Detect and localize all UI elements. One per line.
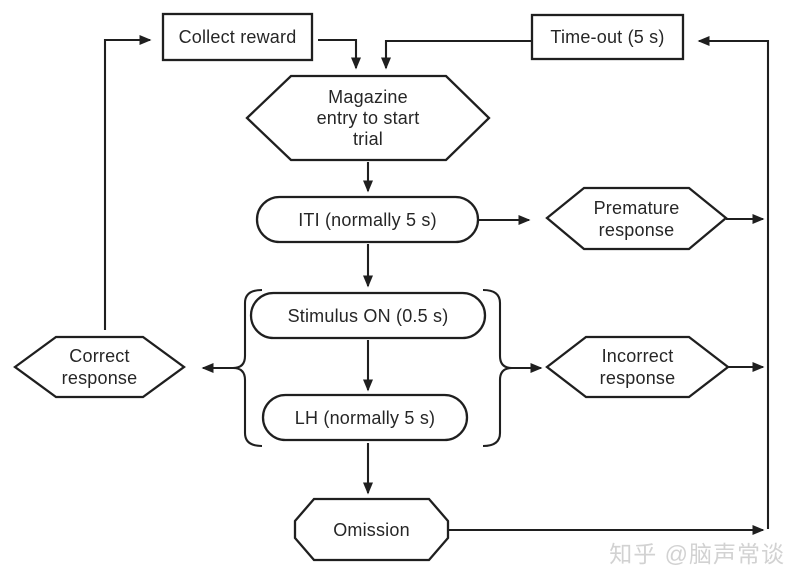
arrow-collect-reward-to-magazine [318, 38, 361, 70]
watermark: 知乎 @脑声常谈 [609, 541, 785, 567]
time-out-shape [530, 13, 685, 61]
premature-response-shape [545, 186, 728, 251]
arrow-right-line-to-timeout [697, 36, 770, 529]
left-curly-brace [232, 288, 263, 448]
arrow-correct-to-collect-reward [103, 35, 152, 330]
stimulus-on-shape [249, 291, 487, 340]
lh-shape [261, 393, 469, 442]
collect-reward-shape [161, 12, 314, 62]
incorrect-response-shape [545, 335, 730, 399]
right-curly-brace [482, 288, 513, 448]
magazine-entry-shape [245, 74, 491, 162]
iti-shape [255, 195, 480, 244]
correct-response-shape [13, 335, 186, 399]
arrow-timeout-to-magazine [381, 39, 532, 70]
omission-shape [293, 497, 450, 562]
